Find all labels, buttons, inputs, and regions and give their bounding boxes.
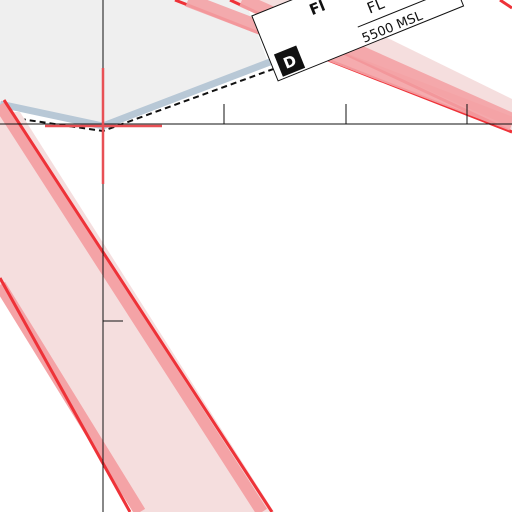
crosshair-marker[interactable] xyxy=(45,68,162,184)
altitude-divider xyxy=(357,0,436,28)
airspace-label-box xyxy=(251,0,465,82)
airspace-line-top: Fl xyxy=(307,0,328,19)
class-d-badge xyxy=(273,45,306,77)
airspace-area xyxy=(0,0,268,128)
restricted-corridor-left xyxy=(0,99,274,512)
airspace-line-prefix: FL xyxy=(364,0,387,17)
